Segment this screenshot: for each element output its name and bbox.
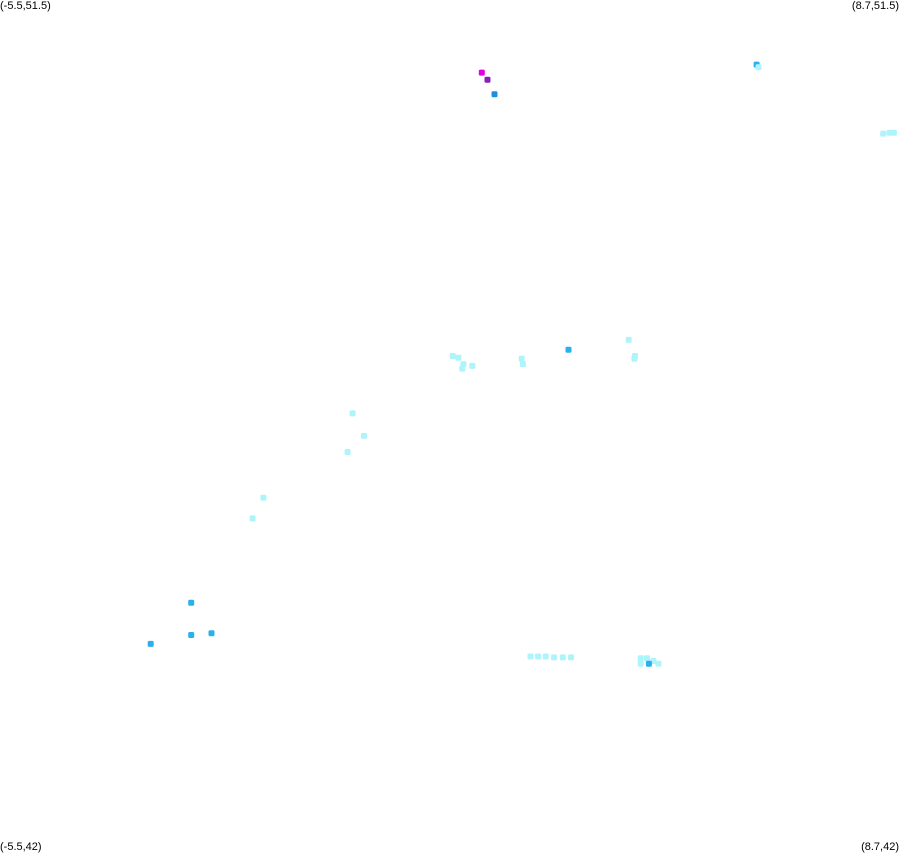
map-point-27: [147, 640, 154, 647]
map-point-20: [361, 432, 367, 439]
map-point-21: [344, 449, 351, 455]
map-point-9: [455, 354, 462, 361]
map-point-12: [469, 362, 476, 369]
map-point-2: [491, 91, 498, 98]
map-point-0: [478, 69, 485, 76]
corner-label-bottom-right: (8.7,42): [861, 841, 899, 853]
map-point-24: [188, 599, 195, 606]
map-point-31: [551, 654, 557, 661]
map-point-38: [655, 660, 662, 667]
map-point-13: [518, 355, 525, 362]
map-point-8: [449, 353, 456, 359]
map-point-1: [484, 76, 491, 83]
points-layer: [147, 61, 897, 667]
map-point-34: [637, 655, 644, 662]
map-point-30: [542, 653, 549, 660]
map-point-35: [644, 655, 650, 662]
map-point-6: [890, 129, 897, 136]
corner-label-top-left: (-5.5,51.5): [0, 0, 51, 12]
map-point-39: [645, 660, 652, 667]
map-point-22: [260, 494, 267, 501]
map-point-32: [559, 654, 566, 661]
map-point-16: [625, 336, 632, 343]
map-point-19: [349, 410, 356, 417]
map-point-18: [631, 355, 638, 362]
map-point-11: [459, 365, 466, 372]
map-point-25: [208, 630, 215, 637]
corner-label-bottom-left: (-5.5,42): [0, 841, 42, 853]
map-point-29: [535, 653, 542, 660]
map-point-14: [519, 361, 526, 368]
map-point-26: [188, 632, 195, 638]
map-point-15: [565, 346, 572, 353]
map-point-28: [527, 653, 534, 660]
map-point-4: [755, 64, 762, 71]
map-point-23: [249, 515, 256, 522]
map-point-7: [880, 130, 887, 137]
corner-label-top-right: (8.7,51.5): [851, 0, 899, 12]
map-point-37: [637, 660, 644, 667]
map-point-33: [568, 654, 575, 661]
